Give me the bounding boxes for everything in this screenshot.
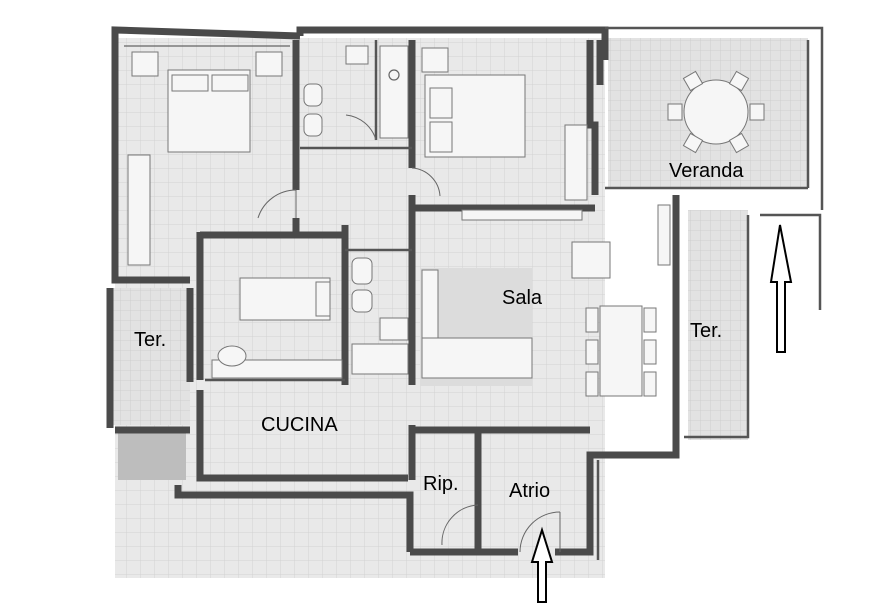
veranda-table (667, 70, 765, 154)
doors (257, 114, 561, 553)
bedroom-2 (421, 47, 588, 201)
storage-block (118, 432, 186, 480)
main-entry-arrow (530, 526, 554, 603)
label-veranda: Veranda (669, 160, 744, 182)
bathrooms (303, 45, 409, 375)
label-sala: Sala (502, 287, 543, 309)
terrace-right-floor (688, 210, 748, 440)
bedroom-3 (211, 277, 343, 379)
entry-arrows (530, 224, 793, 603)
outer-walls (106, 26, 824, 560)
label-ripostiglio: Rip. (423, 473, 459, 495)
label-cucina: CUCINA (261, 414, 338, 436)
inner-walls (196, 40, 595, 552)
room-labels: Veranda Sala Ter. Ter. CUCINA Rip. Atrio (134, 160, 744, 502)
terrace-entry-arrow (769, 224, 793, 353)
label-terrace-left: Ter. (134, 329, 166, 351)
terrace-left-floor (113, 288, 190, 425)
label-atrio: Atrio (509, 480, 550, 502)
bedroom-1 (124, 45, 290, 266)
living-room (421, 204, 671, 397)
label-terrace-right: Ter. (690, 320, 722, 342)
